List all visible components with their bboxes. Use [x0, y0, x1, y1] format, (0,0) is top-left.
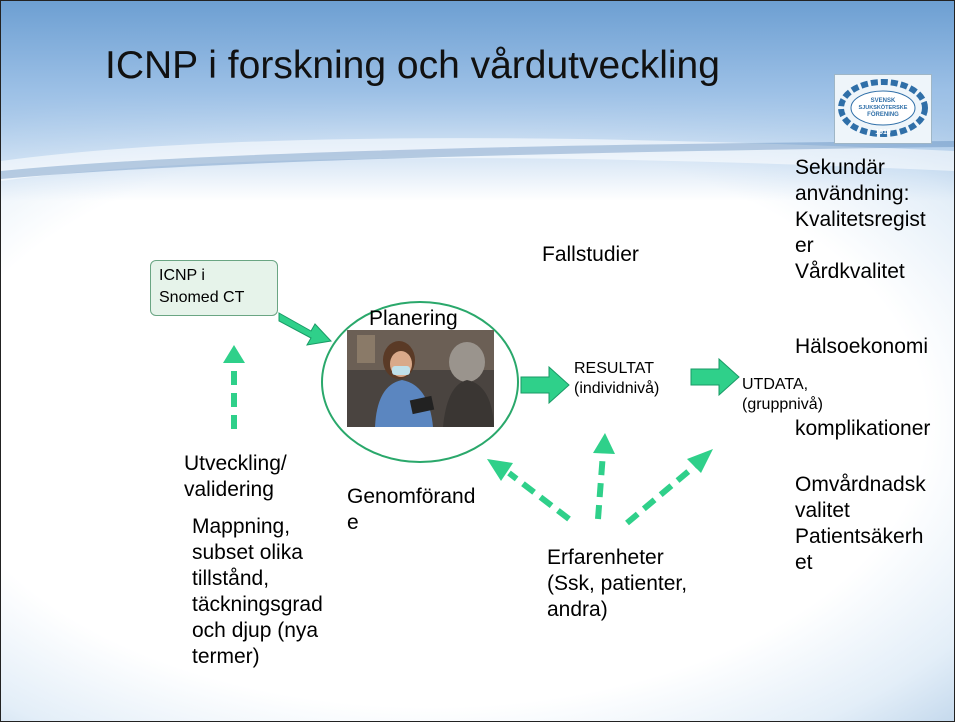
nursing-quality-text: Omvårdnadsk valitet Patientsäkerh et [795, 473, 926, 574]
icnp-snomed-box: ICNP i Snomed CT [150, 260, 278, 316]
result-to-output-arrow [690, 357, 740, 397]
svg-text:SVENSK: SVENSK [871, 98, 896, 104]
care-process-circle [321, 301, 519, 463]
case-studies-label: Fallstudier [542, 243, 639, 266]
implementation-label: Genomförand e [347, 485, 476, 534]
experience-text: Erfarenheter (Ssk, patienter, andra) [547, 546, 688, 621]
svg-text:SJUKSKÖTERSKE: SJUKSKÖTERSKE [859, 104, 908, 111]
result-label: RESULTAT (individnivå) [574, 360, 660, 397]
health-economics-label: Hälsoekonomi [795, 335, 929, 358]
output-label: UTDATA, (gruppnivå) [742, 376, 823, 413]
slide-title: ICNP i forskning och vårdutveckling [105, 44, 720, 87]
swoosh-decoration [1, 138, 954, 181]
box-to-circle-arrow [278, 312, 333, 346]
secondary-use-text: Sekundär användning: Kvalitetsregist er … [795, 156, 926, 283]
development-label: Utveckling/ validering [184, 452, 287, 501]
svg-text:1910: 1910 [875, 129, 891, 136]
sky-background [1, 1, 954, 201]
development-up-arrow [223, 345, 245, 429]
planning-label: Planering [369, 307, 458, 330]
circle-to-result-arrow [520, 365, 570, 405]
experience-to-result-arrow [593, 433, 615, 520]
complications-label: komplikationer [795, 417, 931, 440]
association-logo: SVENSK SJUKSKÖTERSKE FÖRENING 1910 [834, 74, 932, 144]
svg-text:FÖRENING: FÖRENING [867, 111, 899, 118]
nurse-with-patient-photo [347, 330, 494, 427]
mapping-text: Mappning, subset olika tillstånd, täckni… [192, 515, 323, 668]
experience-to-output-arrow [625, 449, 713, 526]
experience-to-circle-arrow [487, 459, 571, 522]
